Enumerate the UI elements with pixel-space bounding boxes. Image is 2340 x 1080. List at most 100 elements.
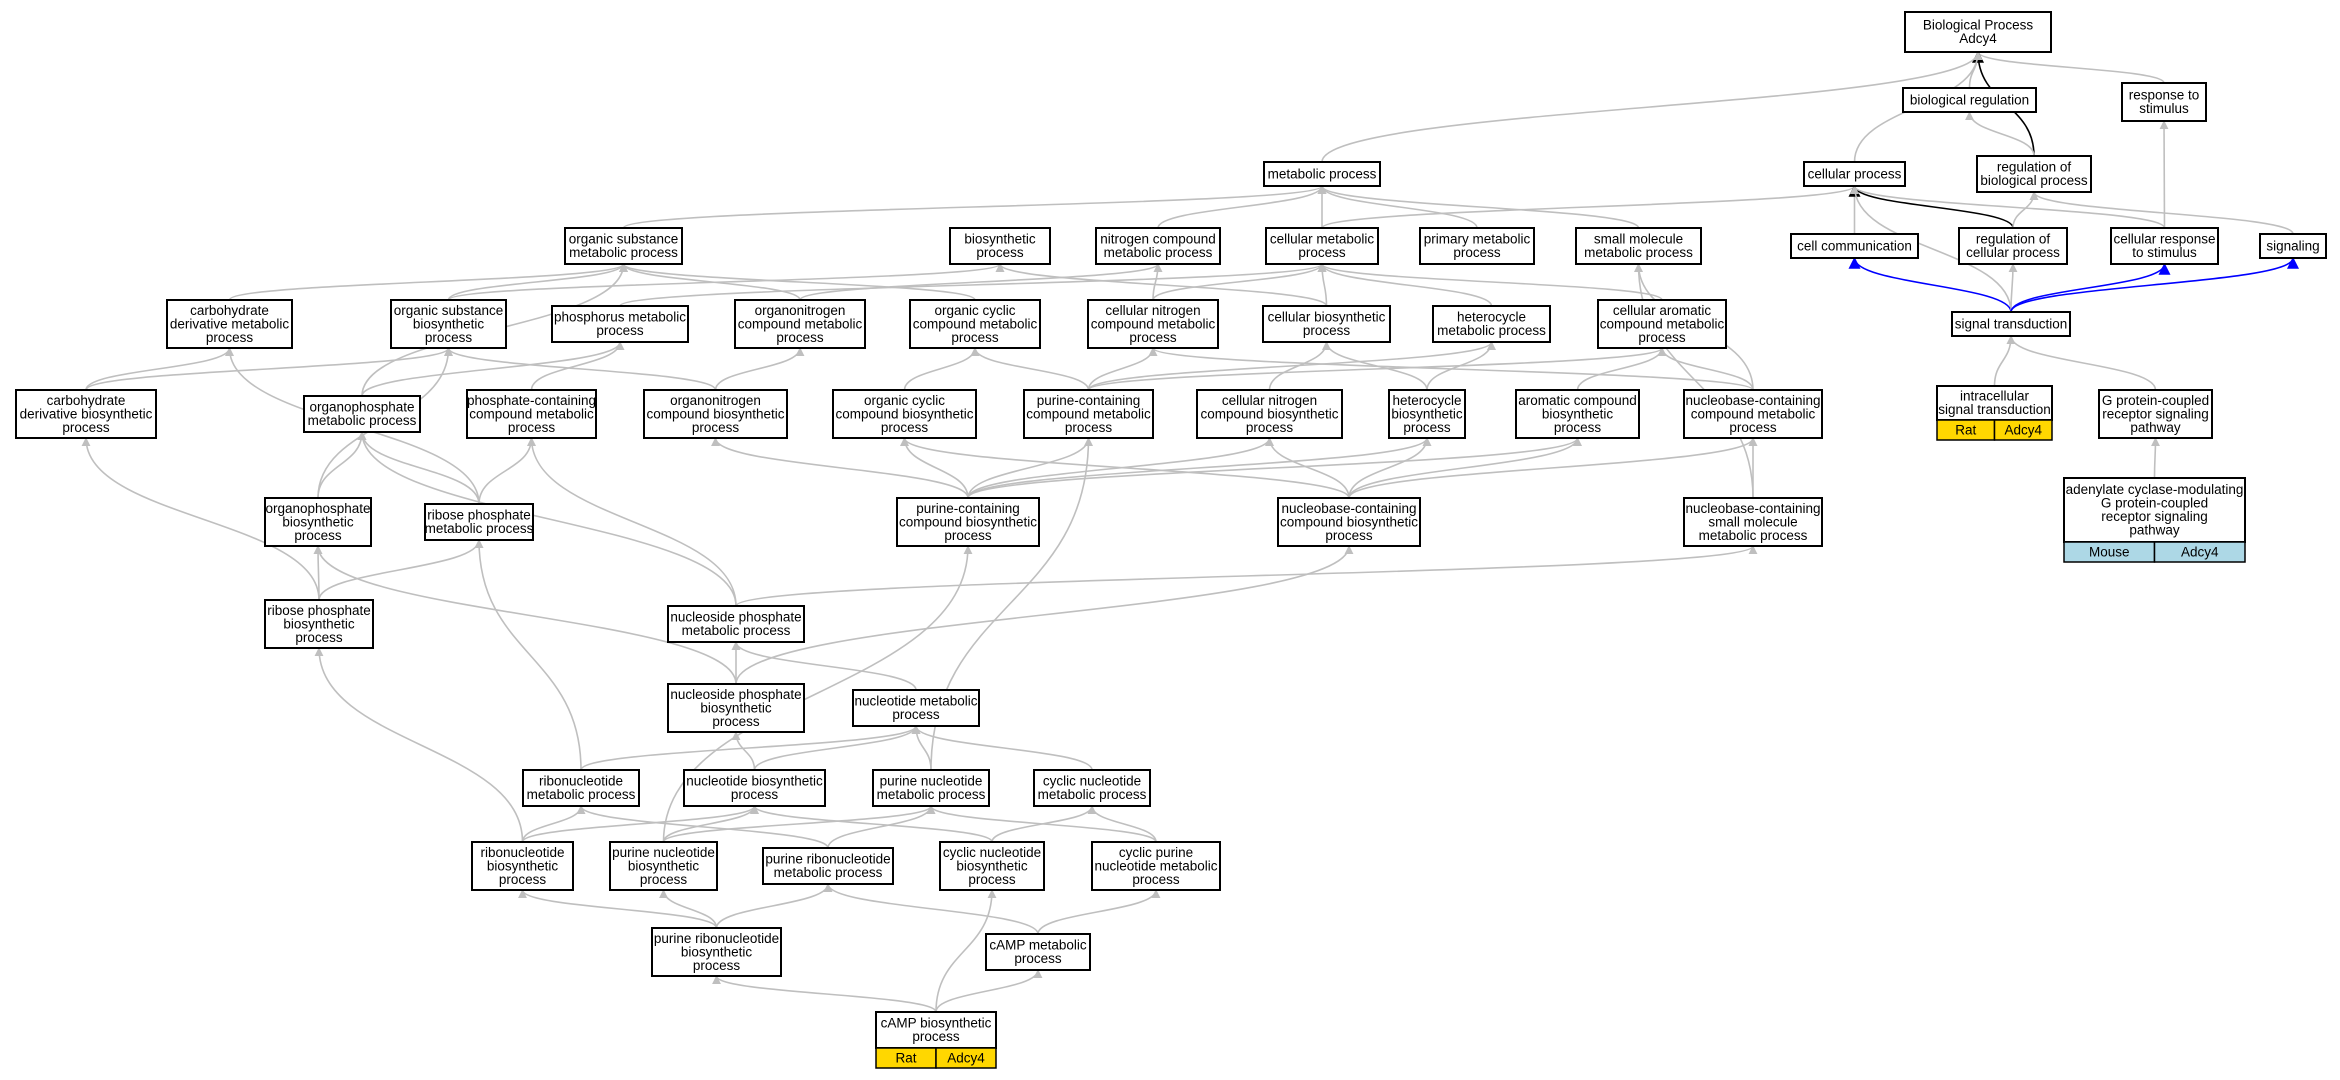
term-label-line: biosynthetic [1391, 406, 1463, 421]
edge-cellresp-to-resp [2159, 120, 2169, 229]
term-box [1904, 11, 2052, 53]
term-label-line: process [1298, 245, 1346, 260]
edge-carbderbio-to-carbder [85, 347, 234, 391]
edge-purnucbio-to-purcontbio [662, 545, 973, 843]
term-label-line: process [1014, 951, 1062, 966]
term-label-line: process [499, 872, 547, 887]
term-label-line: cellular metabolic [1270, 232, 1375, 247]
edge-cycnucbio-to-nucbio [750, 805, 993, 843]
term-label-line: purine ribonucleotide [765, 852, 890, 867]
edge-nucsidephos-to-orgphos [357, 431, 737, 607]
term-box [1936, 385, 2053, 421]
term-label-line: biological process [1980, 173, 2088, 188]
term-label-line: compound metabolic [1091, 316, 1216, 331]
species-gene-tag: Rat [875, 1047, 937, 1069]
tag-label: Adcy4 [2004, 423, 2042, 438]
edge-hetero-to-cellmet [1317, 263, 1493, 307]
term-label-line: biosynthetic [282, 514, 354, 529]
term-label-line: cyclic nucleotide [1043, 774, 1141, 789]
term-label-line: metabolic process [1437, 323, 1546, 338]
term-box [2110, 227, 2219, 265]
go-term-signaling: signaling [2259, 233, 2327, 259]
term-label-line: process [1246, 420, 1294, 435]
edge-purcontbio-to-arombio [967, 437, 1582, 499]
term-label-line: nucleoside phosphate [670, 610, 801, 625]
term-label-line: compound metabolic [1600, 316, 1725, 331]
term-label-line: compound metabolic [1691, 406, 1816, 421]
term-label-line: metabolic process [308, 413, 417, 428]
term-box [303, 395, 421, 433]
term-box [1976, 155, 2092, 193]
term-box [1263, 161, 1381, 187]
term-label-line: cellular nitrogen [1222, 393, 1317, 408]
term-box [762, 847, 894, 885]
edge-purribbio-to-purnucbio [659, 889, 718, 929]
term-label-line: process [944, 528, 992, 543]
edge-nucbasebio-to-orgcycbio [900, 437, 1350, 499]
edge-carbder-to-orgsub [228, 263, 628, 301]
edge-purcontbio-to-purcont [967, 437, 1093, 499]
term-box [424, 503, 534, 541]
term-box [1277, 497, 1421, 547]
term-label-line: G protein-coupled [2102, 393, 2209, 408]
term-label-line: process [712, 714, 760, 729]
term-label-line: metabolic process [877, 787, 986, 802]
term-label-line: cAMP biosynthetic [881, 1016, 992, 1031]
edge-ribphosbio-to-ribphos [318, 539, 484, 601]
term-label-line: purine ribonucleotide [654, 931, 779, 946]
term-label-line: regulation of [1997, 160, 2072, 175]
term-box [667, 683, 805, 733]
edge-ribnucmet-to-ribphos [474, 539, 582, 771]
term-label-line: organic cyclic [864, 393, 945, 408]
term-label-line: process [731, 787, 779, 802]
term-label-line: phosphorus metabolic [554, 310, 686, 325]
term-box [985, 933, 1091, 971]
edge-cellnitro-to-nitro [1152, 263, 1163, 301]
term-label-line: process [1129, 330, 1177, 345]
term-box [734, 299, 866, 349]
term-box [1597, 299, 1727, 349]
edge-camp-to-purribmet [823, 883, 1039, 935]
term-box [875, 1011, 997, 1049]
edge-bioreg-to-bp [1968, 51, 1983, 89]
term-label-line: process [596, 323, 644, 338]
term-box [15, 389, 157, 439]
term-label-line: small molecule [1594, 232, 1683, 247]
edge-sigtrans-to-cellproc [1850, 185, 2012, 313]
term-box [1951, 311, 2071, 337]
term-label-line: metabolic process [1038, 787, 1147, 802]
edge-sigtrans-to-cellcomm [1848, 256, 2012, 313]
term-label-line: biosynthetic [956, 858, 1028, 873]
term-box [1958, 227, 2068, 265]
edge-regcell-to-regbio [2012, 191, 2039, 229]
term-label-line: to stimulus [2132, 245, 2197, 260]
term-label-line: biosynthetic [681, 944, 753, 959]
term-box [1683, 389, 1823, 439]
edge-sigtrans-to-regcell [2008, 263, 2018, 313]
edge-nucbasebio-to-arombio [1348, 437, 1582, 499]
term-label-line: ribonucleotide [539, 774, 623, 789]
term-label-line: derivative metabolic [170, 316, 290, 331]
term-box [1388, 389, 1466, 439]
term-label-line: primary metabolic [1424, 232, 1531, 247]
term-box [683, 769, 826, 807]
edge-cellnitro-to-cellmet [1152, 263, 1327, 301]
tag-label: Rat [895, 1051, 916, 1066]
species-gene-tag: Adcy4 [1993, 419, 2053, 441]
edge-purcont-to-orgcyc [970, 347, 1090, 391]
term-box [1790, 233, 1919, 259]
